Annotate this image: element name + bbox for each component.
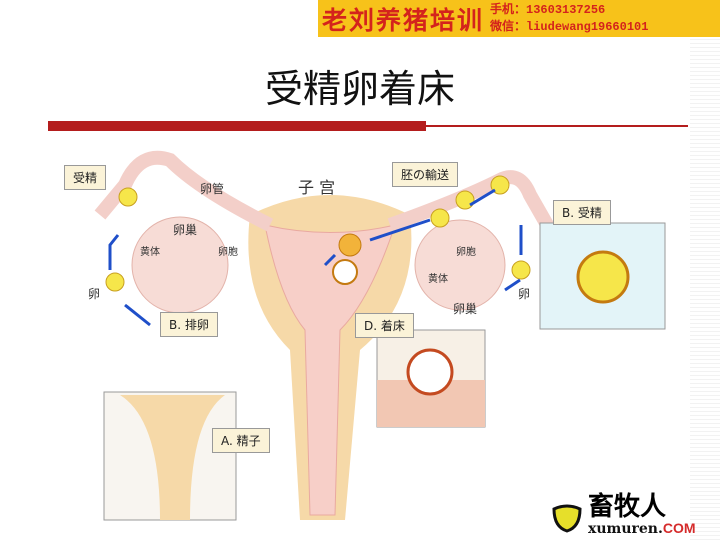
blastocyst bbox=[332, 259, 358, 285]
label-b-fertilization: B. 受精 bbox=[553, 200, 611, 225]
label-egg-right: 卵 bbox=[518, 287, 531, 301]
logo-cn: 畜牧人 bbox=[588, 492, 667, 522]
label-ovary-right: 卵巢 bbox=[453, 302, 478, 316]
label-follicle-right: 卵胞 bbox=[456, 247, 476, 258]
banner-phone: 手机：13603137256 bbox=[490, 2, 606, 17]
logo-en-suffix: COM bbox=[662, 520, 696, 536]
xumuren-logo: 畜牧人 xumuren.COM bbox=[550, 494, 696, 537]
egg-left bbox=[105, 272, 125, 292]
header-banner: 老刘养猪培训 手机：13603137256 微信：liudewang1966010… bbox=[318, 0, 720, 37]
label-fertilization: 受精 bbox=[64, 165, 107, 190]
banner-wechat: 微信：liudewang19660101 bbox=[490, 19, 649, 34]
right-ovary bbox=[414, 219, 506, 311]
label-uterus: 子 宫 bbox=[298, 178, 336, 197]
logo-en: xumuren. bbox=[588, 521, 663, 537]
label-embryo-transport: 胚の輸送 bbox=[392, 162, 459, 187]
label-corpus-right: 黄体 bbox=[428, 274, 448, 285]
title-underline bbox=[48, 121, 426, 131]
label-d-implantation: D. 着床 bbox=[355, 313, 414, 338]
uterus-shape bbox=[248, 195, 412, 520]
label-b-ovulation: B. 排卵 bbox=[160, 312, 218, 337]
arrows bbox=[108, 188, 523, 327]
heart-logo-icon bbox=[552, 504, 582, 533]
title-underline-thin bbox=[426, 125, 688, 127]
side-stripes bbox=[690, 0, 720, 540]
label-a-sperm: A. 精子 bbox=[212, 428, 270, 453]
label-ovary-left: 卵巢 bbox=[173, 223, 198, 237]
embryo bbox=[338, 233, 362, 257]
slide-title: 受精卵着床 bbox=[264, 67, 455, 111]
banner-name: 老刘养猪培训 bbox=[322, 5, 485, 35]
egg-right bbox=[511, 260, 531, 280]
label-oviduct: 卵管 bbox=[200, 182, 225, 196]
label-follicle-left: 卵胞 bbox=[218, 247, 238, 258]
left-oviduct bbox=[94, 150, 274, 232]
label-corpus-left: 黄体 bbox=[140, 247, 160, 258]
label-egg-left: 卵 bbox=[88, 287, 101, 301]
